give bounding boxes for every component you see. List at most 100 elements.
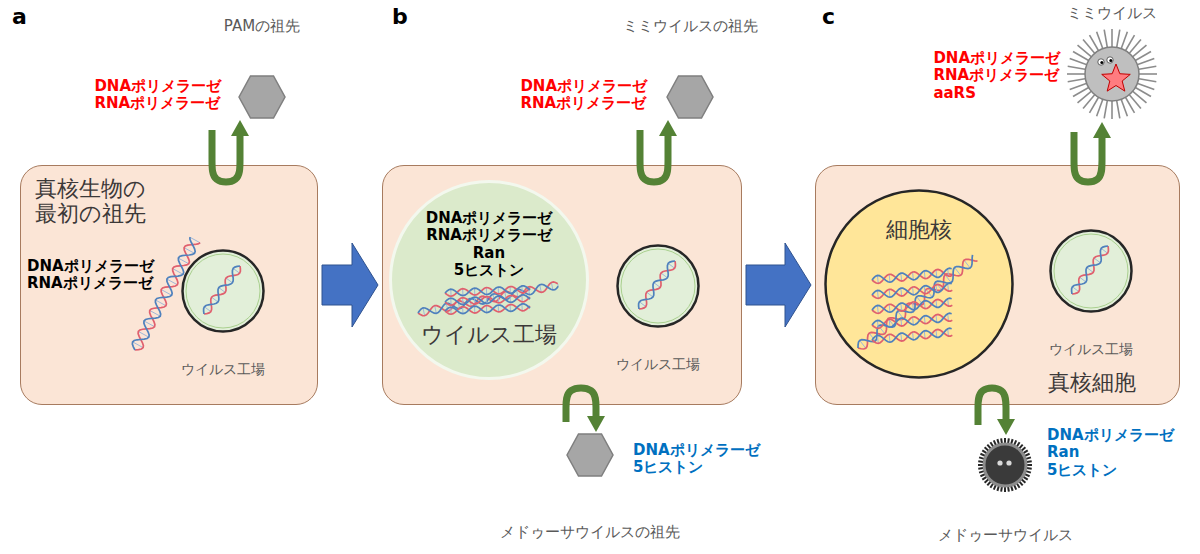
virus-fibre (1097, 98, 1103, 116)
text-line: DNAポリメラーゼ (1047, 427, 1174, 444)
dna-rung (668, 263, 674, 268)
dna-rung (661, 273, 667, 278)
node-label: ウイルス工場 (1049, 341, 1133, 357)
hexagon-outline (667, 76, 713, 118)
text-line: DNAポリメラーゼ (426, 210, 553, 227)
cell-box: DNAポリメラーゼ RNAポリメラーゼ Ran 5ヒストンウイルス工場ウイルス工… (382, 165, 742, 405)
dna-rung (889, 274, 891, 282)
virus-fibre (1070, 59, 1088, 65)
node-label: ウイルス工場 (181, 361, 265, 377)
virus-fibre (1068, 66, 1087, 69)
virus-factory-circle: DNAポリメラーゼ RNAポリメラーゼ Ran 5ヒストンウイルス工場 (389, 180, 589, 380)
medusavirus-icon: メドゥーサウイルスDNAポリメラーゼ Ran 5ヒストン (977, 437, 1033, 493)
dna-strand (445, 286, 530, 296)
infection-cycle-arrow (1074, 132, 1102, 182)
dna-rung (462, 307, 463, 314)
dna-strand (445, 286, 530, 296)
dna-rung (889, 319, 891, 327)
text-holder: DNAポリメラーゼ RNAポリメラーゼ Ran 5ヒストン (426, 210, 553, 279)
text-holder: メドゥーサウイルス (938, 527, 1073, 544)
text-holder: 細胞核 (886, 217, 952, 242)
virus-fibre (1104, 30, 1107, 49)
infection-cycle-arrow (640, 130, 668, 182)
virus-fibre (1097, 32, 1103, 50)
text-line: 5ヒストン (633, 459, 760, 476)
text-holder: メドゥーサウイルスの祖先 (500, 524, 680, 541)
text-line: b (392, 4, 408, 29)
infection-cycle-arrow (566, 388, 596, 422)
dna-rung (226, 278, 232, 283)
virus-capsid (984, 444, 1026, 486)
text-line: ミミウイルス (1067, 5, 1157, 22)
dna-helix (858, 255, 977, 349)
infection-cycle-arrow (978, 388, 1006, 425)
dna-strand (872, 283, 952, 297)
gene-list: DNAポリメラーゼ RNAポリメラーゼ (27, 258, 154, 293)
dna-rung (877, 335, 879, 343)
node-label: メドゥーサウイルス (938, 527, 1073, 544)
dna-helix (872, 298, 952, 313)
mimivirus-icon: ミミウイルスDNAポリメラーゼ RNAポリメラーゼ aaRS (1066, 28, 1158, 120)
gene-list: DNAポリメラーゼ Ran 5ヒストン (1047, 427, 1174, 479)
virus-fibre (1136, 59, 1154, 65)
text-line: Ran (426, 245, 553, 262)
dna-rung (889, 334, 891, 342)
node-outline (1066, 28, 1158, 120)
dna-rung (423, 308, 425, 316)
transition-arrow (746, 243, 811, 327)
text-holder: ミミウイルス (1067, 5, 1157, 22)
dna-helix (1072, 246, 1109, 294)
text-holder: DNAポリメラーゼ RNAポリメラーゼ (520, 78, 647, 113)
dna-helix (445, 286, 530, 296)
text-holder: DNAポリメラーゼ Ran 5ヒストン (1047, 427, 1174, 479)
node-label: ウイルス工場 (616, 356, 700, 372)
text-line: ウイルス工場 (1049, 341, 1133, 357)
dna-rung (474, 297, 475, 304)
dna-strand (418, 284, 558, 313)
virus-eye (1107, 57, 1113, 63)
dna-helix (445, 295, 530, 305)
node-label: ミミウイルスの祖先 (623, 18, 758, 35)
node-label: ウイルス工場 (421, 322, 557, 347)
virus-pupil (1100, 61, 1103, 64)
transition-arrow (322, 243, 378, 327)
text-line: PAMの祖先 (224, 18, 300, 35)
virus-hexagon: ミミウイルスの祖先DNAポリメラーゼ RNAポリメラーゼ (667, 76, 713, 118)
panel-letter: b (392, 4, 408, 29)
dna-rung (1094, 258, 1100, 263)
text-line: DNAポリメラーゼ (520, 78, 647, 95)
dna-strand (445, 295, 530, 305)
stargate-star (1102, 64, 1131, 91)
text-line: 5ヒストン (1047, 462, 1174, 479)
text-line: RNAポリメラーゼ (426, 227, 553, 244)
dna-rung (474, 306, 475, 313)
dna-rung (1072, 287, 1078, 292)
text-line: aaRS (933, 85, 1060, 102)
virus-fibre (1070, 83, 1088, 89)
dna-helix (132, 237, 200, 350)
cell-box: 真核細胞 細胞核ウイルス工場 (815, 165, 1180, 405)
dna-rung (233, 268, 239, 273)
virus-fibre (1121, 32, 1127, 50)
virus-fibre (1121, 98, 1127, 116)
virus-fibre (1138, 79, 1157, 82)
text-line: DNAポリメラーゼ (633, 442, 760, 459)
dna-strand (445, 304, 530, 314)
text-holder: DNAポリメラーゼ RNAポリメラーゼ (94, 78, 221, 113)
text-line: RNAポリメラーゼ (94, 95, 221, 112)
virus-fibre (1067, 73, 1086, 75)
dna-helix (872, 328, 952, 343)
text-holder: 真核生物の 最初の祖先 (35, 176, 146, 227)
dna-strand (204, 266, 240, 314)
dna-rung (450, 307, 451, 314)
dna-rung (450, 289, 451, 296)
dna-strand (132, 237, 195, 350)
text-line: a (12, 4, 27, 29)
node-label: 細胞核 (886, 217, 952, 242)
dna-strand (445, 295, 530, 305)
text-line: c (822, 4, 835, 29)
dna-rung (654, 283, 660, 288)
factory-outline (1051, 231, 1132, 312)
text-line: 真核細胞 (1048, 370, 1136, 395)
text-line: 真核生物の (35, 176, 146, 201)
